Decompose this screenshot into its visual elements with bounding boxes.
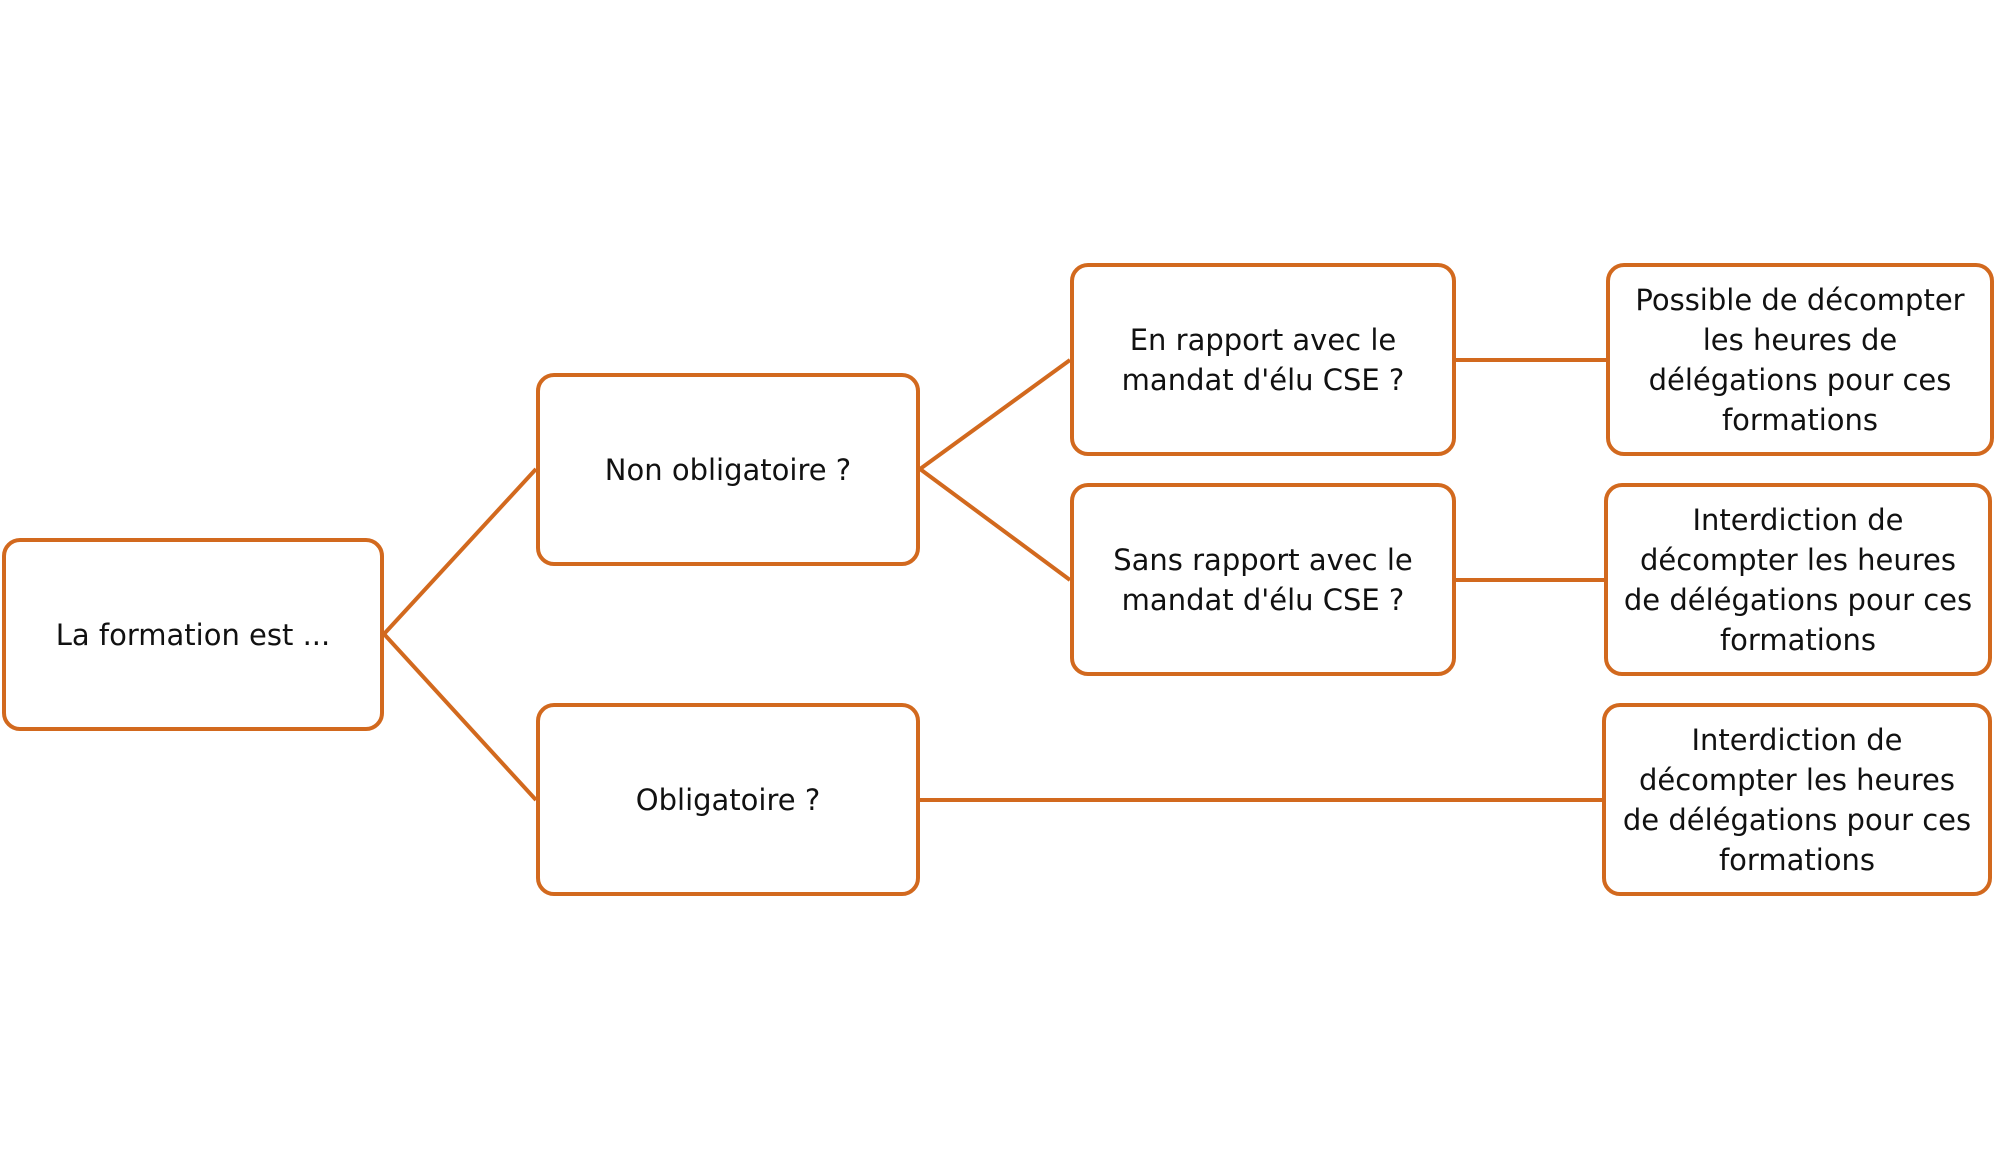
node-la-formation-est: La formation est ... — [2, 538, 384, 731]
node-label: Interdiction de décompter les heures de … — [1622, 722, 1972, 877]
node-non-obligatoire: Non obligatoire ? — [536, 373, 920, 566]
node-label: Non obligatoire ? — [604, 452, 852, 487]
node-possible-decompter: Possible de décompter les heures de délé… — [1606, 263, 1994, 456]
node-sans-rapport: Sans rapport avec le mandat d'élu CSE ? — [1070, 483, 1456, 676]
edge-root-to-obligatoire — [382, 632, 538, 802]
node-label: Interdiction de décompter les heures de … — [1623, 502, 1973, 657]
node-interdiction-obligatoire: Interdiction de décompter les heures de … — [1602, 703, 1992, 896]
edge-non-obligatoire-to-en-rapport — [918, 358, 1072, 471]
node-label: Possible de décompter les heures de délé… — [1635, 282, 1965, 437]
node-label: Obligatoire ? — [635, 782, 821, 817]
node-label: La formation est ... — [55, 617, 331, 652]
edge-non-obligatoire-to-sans-rapport — [918, 467, 1072, 582]
node-en-rapport: En rapport avec le mandat d'élu CSE ? — [1070, 263, 1456, 456]
edge-root-to-non-obligatoire — [382, 467, 538, 636]
node-interdiction-sans-rapport: Interdiction de décompter les heures de … — [1604, 483, 1992, 676]
node-obligatoire: Obligatoire ? — [536, 703, 920, 896]
node-label: Sans rapport avec le mandat d'élu CSE ? — [1113, 542, 1413, 617]
node-label: En rapport avec le mandat d'élu CSE ? — [1121, 322, 1405, 397]
